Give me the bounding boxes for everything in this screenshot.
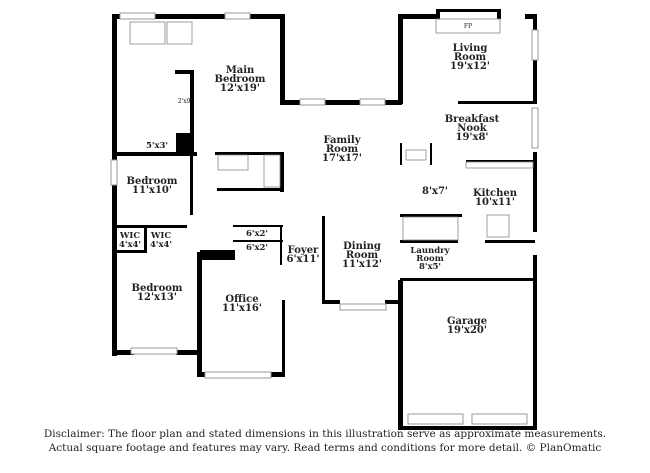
living-room-label-2: Room — [454, 52, 487, 63]
wic-2-label: WIC — [150, 231, 172, 241]
foyer-label: Foyer — [288, 245, 319, 256]
laundry-room-label: Laundry — [410, 246, 450, 256]
windows — [110, 12, 539, 425]
main-bedroom-size: 12'x19' — [220, 83, 260, 94]
bedroom-2-label: Bedroom — [127, 176, 178, 187]
walls — [112, 9, 537, 430]
garage-label: Garage — [447, 316, 487, 327]
office-size: 11'x16' — [222, 303, 262, 314]
bedroom-3-label: Bedroom — [132, 283, 183, 294]
wic-2-size: 4'x4' — [150, 240, 172, 250]
foyer-size: 6'x11' — [287, 254, 320, 265]
bedroom-2-size: 11'x10' — [132, 185, 172, 196]
hall-size: 8'x7' — [422, 186, 448, 197]
wic-1-label: WIC — [119, 231, 141, 241]
disclaimer-line-2: Actual square footage and features may v… — [48, 442, 602, 454]
main-bedroom-label: Main — [226, 65, 255, 76]
family-room-label: Family — [323, 135, 361, 146]
disclaimer-line-1: Disclaimer: The floor plan and stated di… — [43, 428, 607, 440]
closet-a-size: 6'x2' — [246, 229, 268, 239]
laundry-room-size: 8'x5' — [419, 262, 441, 272]
dining-room-label: Dining — [343, 241, 381, 252]
family-room-label-2: Room — [326, 144, 359, 155]
room-labels: Main Bedroom 12'x19' 2'x9' 5'x3' Family … — [119, 23, 518, 336]
breakfast-nook-label: Breakfast — [445, 114, 500, 125]
kitchen-label: Kitchen — [473, 188, 518, 199]
living-room-label: Living — [453, 43, 488, 54]
bath-closet-size: 5'x3' — [146, 141, 168, 151]
fireplace-label: FP — [464, 23, 472, 30]
breakfast-nook-size: 19'x8' — [456, 132, 489, 143]
wic-1-size: 4'x4' — [119, 240, 141, 250]
laundry-room-label-2: Room — [416, 254, 443, 264]
garage-size: 19'x20' — [447, 325, 487, 336]
family-room-size: 17'x17' — [322, 153, 362, 164]
dining-room-label-2: Room — [346, 250, 379, 261]
dining-room-size: 11'x12' — [342, 259, 382, 270]
closet-b-size: 6'x2' — [246, 243, 268, 253]
office-label: Office — [225, 294, 258, 305]
main-closet-size: 2'x9' — [178, 98, 193, 105]
fixtures — [129, 18, 534, 241]
living-room-size: 19'x12' — [450, 61, 490, 72]
kitchen-size: 10'x11' — [475, 197, 515, 208]
main-bedroom-label-2: Bedroom — [215, 74, 266, 85]
breakfast-nook-label-2: Nook — [457, 123, 487, 134]
bedroom-3-size: 12'x13' — [137, 292, 177, 303]
